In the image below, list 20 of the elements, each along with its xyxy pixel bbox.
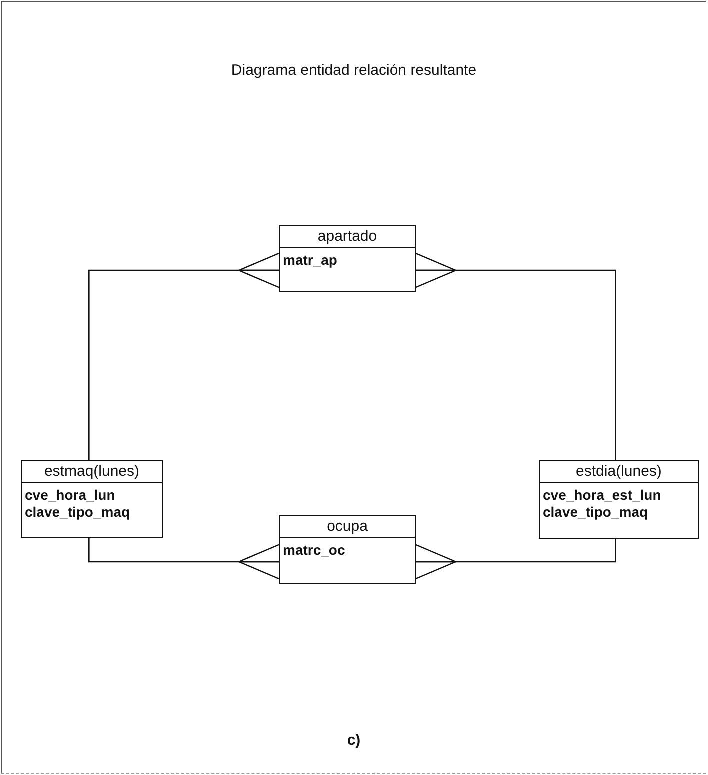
entity-name: estdia(lunes): [540, 461, 698, 483]
entity-box: [279, 225, 416, 292]
attribute-name: matr_ap: [283, 252, 338, 268]
attribute-name: cve_hora_lun: [25, 487, 116, 503]
entity-box: [21, 460, 163, 538]
entity-name: ocupa: [280, 516, 415, 538]
diagram-title: Diagrama entidad relación resultante: [230, 62, 478, 79]
attribute-name: clave_tipo_maq: [543, 504, 650, 520]
entity-name: apartado: [280, 226, 415, 248]
entity-name: estmaq(lunes): [22, 461, 162, 483]
entity-box: [279, 515, 416, 584]
attribute-name: matrc_oc: [283, 542, 346, 558]
relationship-line: [415, 252, 616, 460]
entity-box: [539, 460, 699, 539]
relationship-line: [88, 538, 280, 580]
relationship-line: [415, 539, 616, 580]
caption: c): [346, 732, 362, 749]
relationship-line: [88, 252, 280, 460]
attribute-name: cve_hora_est_lun: [543, 487, 662, 503]
attribute-name: clave_tipo_maq: [25, 504, 132, 520]
